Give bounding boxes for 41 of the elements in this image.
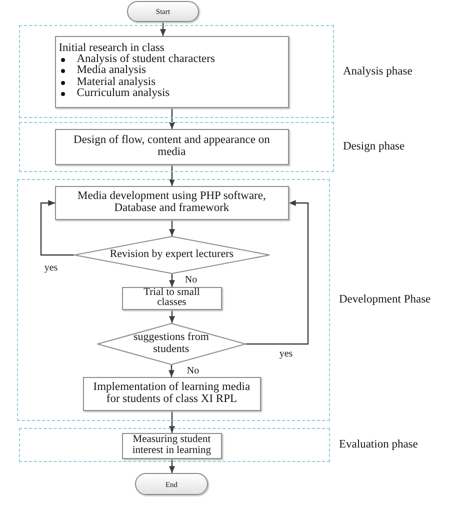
arrow [169,108,175,129]
arrow [169,274,175,287]
arrow [169,459,175,473]
list-item: Media analysis [58,65,146,77]
list-item: Material analysis [58,76,156,88]
phase-label: Analysis phase [343,65,412,78]
list-heading: Initial research in class [58,42,164,54]
box-text: Implementation of learning media for students of class XI RPL [92,382,252,406]
arrow [160,22,166,36]
process-box [82,376,261,411]
arrow [246,200,309,345]
decision-diamond [96,322,246,365]
phase-label: Evaluation phase [339,438,418,452]
arrow [169,220,175,236]
edge-label: No [186,366,200,376]
list-item: Curriculum analysis [58,88,170,100]
process-box [54,128,289,165]
phase-label: Development Phase [339,294,431,306]
decision-label: Revision by expert lecturers [110,248,234,260]
terminal-shape [135,473,208,495]
arrow [169,310,175,323]
list-item: Analysis of student characters [58,54,215,66]
arrow [169,165,175,186]
box-text: Measuring student interest in learning [131,435,212,456]
arrow [168,365,174,377]
process-box [54,36,289,108]
terminal-shape [127,1,199,22]
box-text: Design of flow, content and appearance on media [72,134,271,158]
process-box [122,286,222,310]
edge-label: yes [278,348,294,360]
box-text: Trial to small classes [142,288,201,309]
decision-diamond [74,236,270,274]
edge-label: yes [43,262,59,274]
edge-label: No [184,274,198,286]
arrow [40,200,74,256]
decision-label: suggestions from students [132,332,210,356]
arrow [169,411,175,433]
process-box [122,432,222,459]
phase-label: Design phase [343,140,405,154]
box-text: Media development using PHP software, Database and framework [76,190,267,214]
process-box [54,186,289,220]
